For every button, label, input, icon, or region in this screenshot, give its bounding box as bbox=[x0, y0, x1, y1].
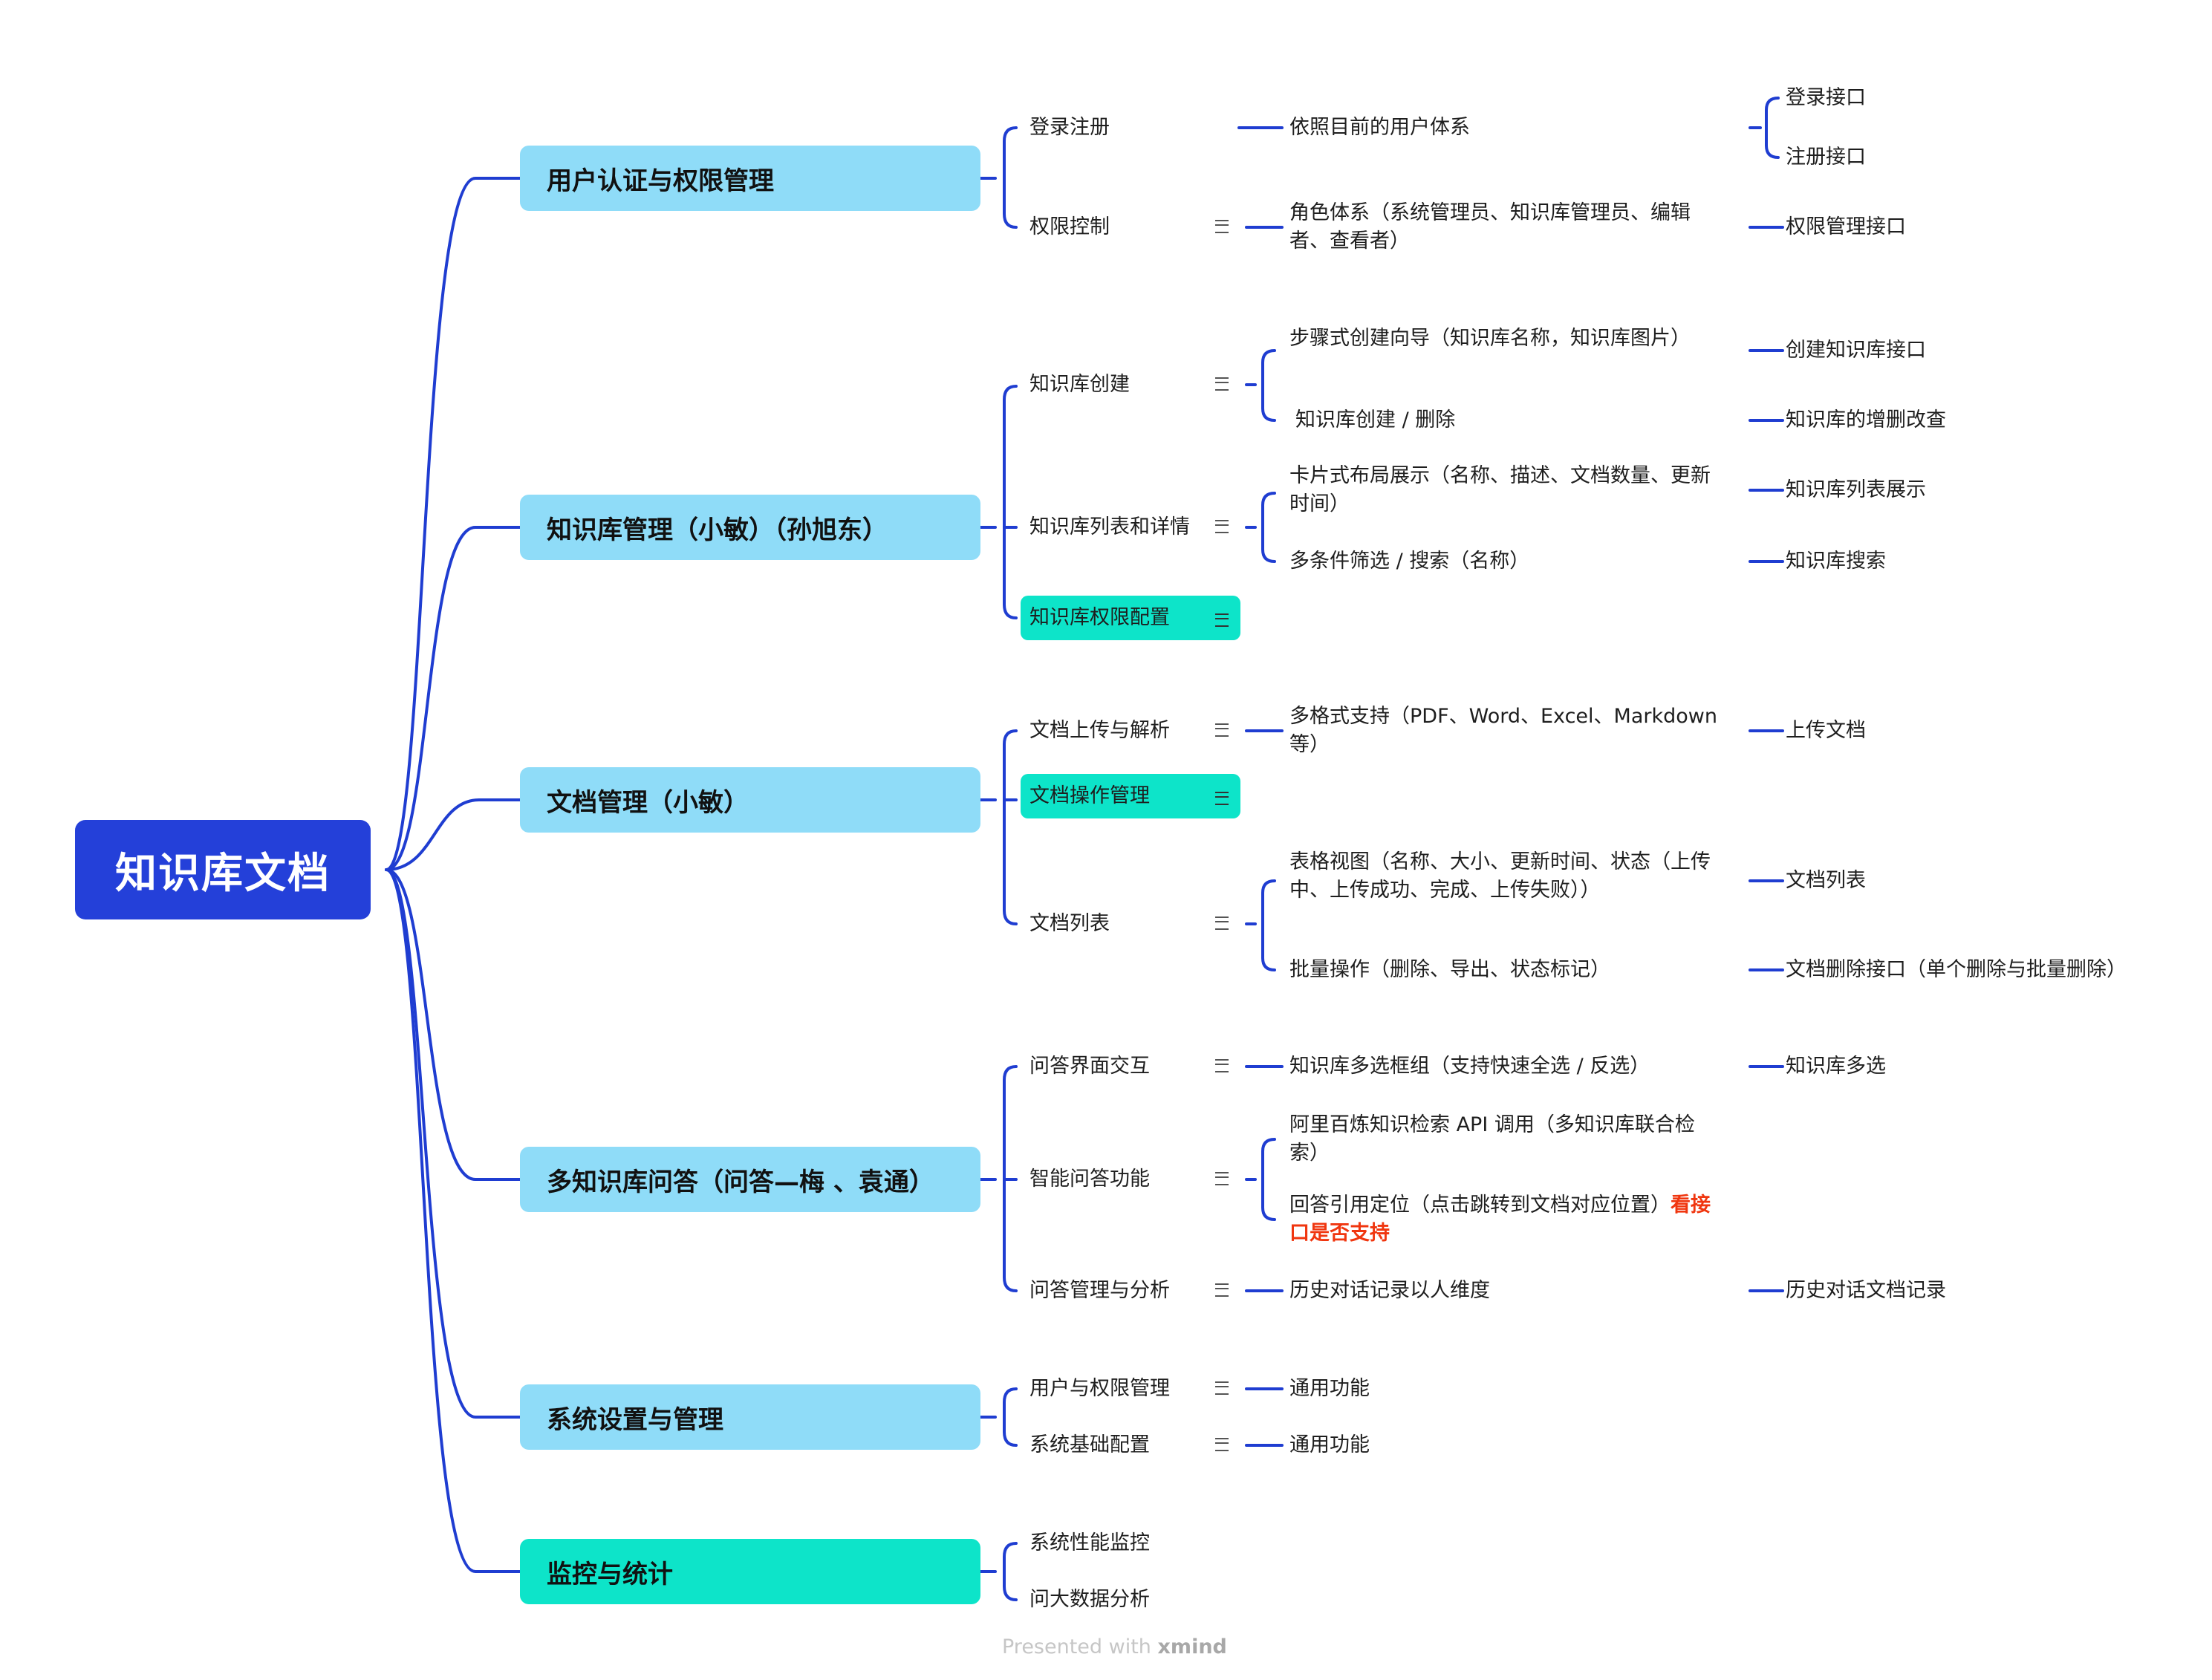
bracket-sys bbox=[979, 1387, 1018, 1447]
api-kb-list[interactable]: 知识库列表展示 bbox=[1786, 478, 1926, 501]
connector-root-kb bbox=[385, 526, 521, 871]
detail-create-delete[interactable]: 知识库创建 / 删除 bbox=[1295, 408, 1456, 432]
detail-card-layout[interactable]: 卡片式布局展示（名称、描述、文档数量、更新 时间） bbox=[1289, 464, 1711, 515]
detail-role-system[interactable]: 角色体系（系统管理员、知识库管理员、编辑 者、查看者） bbox=[1289, 201, 1691, 253]
subtopic-permission-control[interactable]: 权限控制 bbox=[1029, 215, 1110, 238]
subtopic-doc-upload[interactable]: 文档上传与解析 bbox=[1029, 719, 1170, 742]
note-icon[interactable] bbox=[1215, 916, 1229, 930]
subtopic-login-register[interactable]: 登录注册 bbox=[1029, 116, 1110, 139]
connector-root-qa bbox=[385, 868, 521, 1181]
note-icon[interactable] bbox=[1215, 1283, 1229, 1297]
detail-common-1[interactable]: 通用功能 bbox=[1289, 1377, 1370, 1400]
subtopic-kb-list[interactable]: 知识库列表和详情 bbox=[1029, 515, 1190, 538]
detail-login-register[interactable]: 依照目前的用户体系 bbox=[1289, 116, 1470, 139]
subtopic-kb-create[interactable]: 知识库创建 bbox=[1029, 373, 1130, 396]
bracket-login-apis bbox=[1749, 97, 1780, 159]
api-kb-search[interactable]: 知识库搜索 bbox=[1786, 550, 1886, 573]
api-kb-crud[interactable]: 知识库的增删改查 bbox=[1786, 408, 1946, 432]
api-kb-multiselect[interactable]: 知识库多选 bbox=[1786, 1055, 1886, 1078]
topic-monitor[interactable]: 监控与统计 bbox=[520, 1539, 980, 1604]
connector-root-sys bbox=[385, 868, 521, 1419]
topic-doc[interactable]: 文档管理（小敏） bbox=[520, 767, 980, 833]
note-icon[interactable] bbox=[1215, 377, 1229, 391]
topic-kb[interactable]: 知识库管理（小敏）（孙旭东） bbox=[520, 495, 980, 560]
detail-create-wizard[interactable]: 步骤式创建向导（知识库名称，知识库图片） bbox=[1289, 327, 1691, 350]
subtopic-doc-ops[interactable]: 文档操作管理 bbox=[1021, 774, 1240, 818]
note-icon[interactable] bbox=[1215, 723, 1229, 737]
api-upload-doc[interactable]: 上传文档 bbox=[1786, 719, 1866, 742]
api-history-docs[interactable]: 历史对话文档记录 bbox=[1786, 1279, 1946, 1302]
note-icon[interactable] bbox=[1215, 1172, 1229, 1185]
note-icon[interactable] bbox=[1215, 1381, 1229, 1395]
subtopic-doc-list[interactable]: 文档列表 bbox=[1029, 912, 1110, 935]
connector-root-mon bbox=[385, 868, 521, 1573]
bracket-mon bbox=[979, 1542, 1018, 1601]
note-icon[interactable] bbox=[1215, 1438, 1229, 1451]
detail-filter-search[interactable]: 多条件筛选 / 搜索（名称） bbox=[1289, 550, 1530, 573]
subtopic-base-config[interactable]: 系统基础配置 bbox=[1029, 1433, 1150, 1456]
topic-qa[interactable]: 多知识库问答（问答—梅 、袁通） bbox=[520, 1147, 980, 1212]
subtopic-qa-mgmt[interactable]: 问答管理与分析 bbox=[1029, 1279, 1170, 1302]
note-icon[interactable] bbox=[1215, 520, 1229, 533]
bracket-kb-list bbox=[1245, 492, 1276, 563]
api-login[interactable]: 登录接口 bbox=[1786, 86, 1866, 109]
detail-history-by-user[interactable]: 历史对话记录以人维度 bbox=[1289, 1279, 1490, 1302]
subtopic-kb-permission[interactable]: 知识库权限配置 bbox=[1021, 596, 1240, 640]
detail-multi-format[interactable]: 多格式支持（PDF、Word、Excel、Markdown 等） bbox=[1289, 705, 1717, 756]
bracket-doc bbox=[979, 729, 1018, 925]
detail-table-view[interactable]: 表格视图（名称、大小、更新时间、状态（上传 中、上传成功、完成、上传失败）） bbox=[1289, 850, 1711, 902]
bracket-qa-smart bbox=[1245, 1138, 1276, 1221]
api-doc-delete[interactable]: 文档删除接口（单个删除与批量删除） bbox=[1786, 958, 2127, 981]
detail-kb-multiselect[interactable]: 知识库多选框组（支持快速全选 / 反选） bbox=[1289, 1055, 1650, 1078]
subtopic-perf-monitor[interactable]: 系统性能监控 bbox=[1029, 1531, 1150, 1554]
bracket-kb-create bbox=[1245, 349, 1276, 422]
subtopic-data-analysis[interactable]: 问大数据分析 bbox=[1029, 1588, 1150, 1611]
topic-sys[interactable]: 系统设置与管理 bbox=[520, 1384, 980, 1450]
api-register[interactable]: 注册接口 bbox=[1786, 146, 1866, 169]
detail-common-2[interactable]: 通用功能 bbox=[1289, 1433, 1370, 1456]
api-create-kb[interactable]: 创建知识库接口 bbox=[1786, 339, 1926, 362]
api-doc-list[interactable]: 文档列表 bbox=[1786, 869, 1866, 892]
note-icon[interactable] bbox=[1215, 1059, 1229, 1072]
bracket-doc-list bbox=[1245, 879, 1276, 971]
connector-root-doc bbox=[385, 798, 521, 871]
subtopic-user-permission[interactable]: 用户与权限管理 bbox=[1029, 1377, 1170, 1400]
note-icon[interactable] bbox=[1215, 220, 1229, 233]
bracket-auth bbox=[979, 126, 1018, 229]
topic-auth[interactable]: 用户认证与权限管理 bbox=[520, 146, 980, 211]
subtopic-smart-qa[interactable]: 智能问答功能 bbox=[1029, 1168, 1150, 1191]
note-icon[interactable] bbox=[1215, 613, 1229, 627]
bracket-qa bbox=[979, 1065, 1018, 1292]
note-icon[interactable] bbox=[1215, 792, 1229, 805]
connector-root-auth bbox=[385, 177, 521, 871]
root-topic[interactable]: 知识库文档 bbox=[75, 820, 371, 919]
bracket-kb bbox=[979, 385, 1018, 619]
detail-batch-ops[interactable]: 批量操作（删除、导出、状态标记） bbox=[1289, 958, 1610, 981]
detail-citation-locate[interactable]: 回答引用定位（点击跳转到文档对应位置）看接 口是否支持 bbox=[1289, 1194, 1711, 1245]
detail-bailian-api[interactable]: 阿里百炼知识检索 API 调用（多知识库联合检 索） bbox=[1289, 1113, 1695, 1165]
api-permission[interactable]: 权限管理接口 bbox=[1786, 215, 1906, 238]
footer-watermark: Presented with xmind bbox=[1002, 1635, 1227, 1658]
subtopic-qa-ui[interactable]: 问答界面交互 bbox=[1029, 1055, 1150, 1078]
